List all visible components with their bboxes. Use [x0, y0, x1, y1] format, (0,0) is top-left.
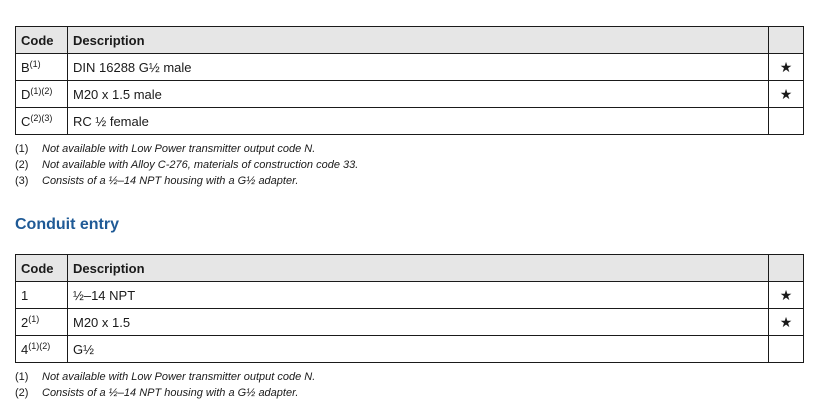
table-row: 2(1) M20 x 1.5 ★ [15, 308, 804, 336]
description-cell: M20 x 1.5 male [67, 80, 769, 108]
footnote: (3) Consists of a ½–14 NPT housing with … [15, 173, 358, 189]
star-icon: ★ [768, 80, 804, 108]
footnote-number: (1) [15, 143, 29, 155]
code-cell: B(1) [15, 53, 68, 81]
footnote-number: (1) [15, 371, 29, 383]
footnote-text: Consists of a ½–14 NPT housing with a G½… [42, 387, 299, 399]
footnote: (1) Not available with Low Power transmi… [15, 141, 358, 157]
code-cell: C(2)(3) [15, 107, 68, 135]
code-value: C [21, 113, 31, 129]
description-cell: DIN 16288 G½ male [67, 53, 769, 81]
footnote-text: Not available with Low Power transmitter… [42, 371, 316, 383]
description-cell: RC ½ female [67, 107, 769, 135]
code-column-header: Code [15, 254, 68, 282]
section-title: Conduit entry [15, 216, 119, 233]
table-row: B(1) DIN 16288 G½ male ★ [15, 53, 804, 81]
description-column-header: Description [67, 26, 769, 54]
description-column-header: Description [67, 254, 769, 282]
code-cell: 2(1) [15, 308, 68, 336]
description-cell: G½ [67, 335, 769, 363]
footnote-ref: (1)(2) [28, 340, 51, 351]
star-icon: ★ [768, 281, 804, 309]
code-value: B [21, 59, 30, 75]
table-header-row: Code Description [15, 26, 804, 54]
star-cell [768, 107, 804, 135]
star-column-header [768, 254, 804, 282]
description-cell: ½–14 NPT [67, 281, 769, 309]
footnote: (1) Not available with Low Power transmi… [15, 369, 315, 385]
star-icon: ★ [768, 53, 804, 81]
code-value: D [21, 86, 31, 102]
description-cell: M20 x 1.5 [67, 308, 769, 336]
footnote-ref: (1)(2) [30, 85, 53, 96]
footnote-text: Consists of a ½–14 NPT housing with a G½… [42, 175, 299, 187]
table-row: D(1)(2) M20 x 1.5 male ★ [15, 80, 804, 108]
code-column-header: Code [15, 26, 68, 54]
footnote-number: (3) [15, 175, 29, 187]
footnote-text: Not available with Low Power transmitter… [42, 143, 316, 155]
footnote: (2) Consists of a ½–14 NPT housing with … [15, 385, 315, 401]
code-cell: D(1)(2) [15, 80, 68, 108]
code-cell: 1 [15, 281, 68, 309]
table-row: C(2)(3) RC ½ female [15, 107, 804, 135]
footnote-text: Not available with Alloy C-276, material… [42, 159, 359, 171]
footnote-number: (2) [15, 159, 29, 171]
code-value: 1 [21, 287, 29, 303]
conduit-entry-table: Code Description 1 ½–14 NPT ★ 2(1) M20 x… [15, 254, 804, 363]
footnotes: (1) Not available with Low Power transmi… [15, 141, 358, 189]
table-row: 4(1)(2) G½ [15, 335, 804, 363]
star-column-header [768, 26, 804, 54]
footnotes: (1) Not available with Low Power transmi… [15, 369, 315, 401]
footnote-ref: (1) [29, 58, 41, 69]
table-row: 1 ½–14 NPT ★ [15, 281, 804, 309]
code-value: 2 [21, 314, 29, 330]
table-header-row: Code Description [15, 254, 804, 282]
footnote-ref: (1) [28, 313, 40, 324]
code-value: 4 [21, 341, 29, 357]
star-cell [768, 335, 804, 363]
footnote: (2) Not available with Alloy C-276, mate… [15, 157, 358, 173]
code-cell: 4(1)(2) [15, 335, 68, 363]
footnote-ref: (2)(3) [30, 112, 53, 123]
footnote-number: (2) [15, 387, 29, 399]
star-icon: ★ [768, 308, 804, 336]
process-connection-table: Code Description B(1) DIN 16288 G½ male … [15, 26, 804, 135]
